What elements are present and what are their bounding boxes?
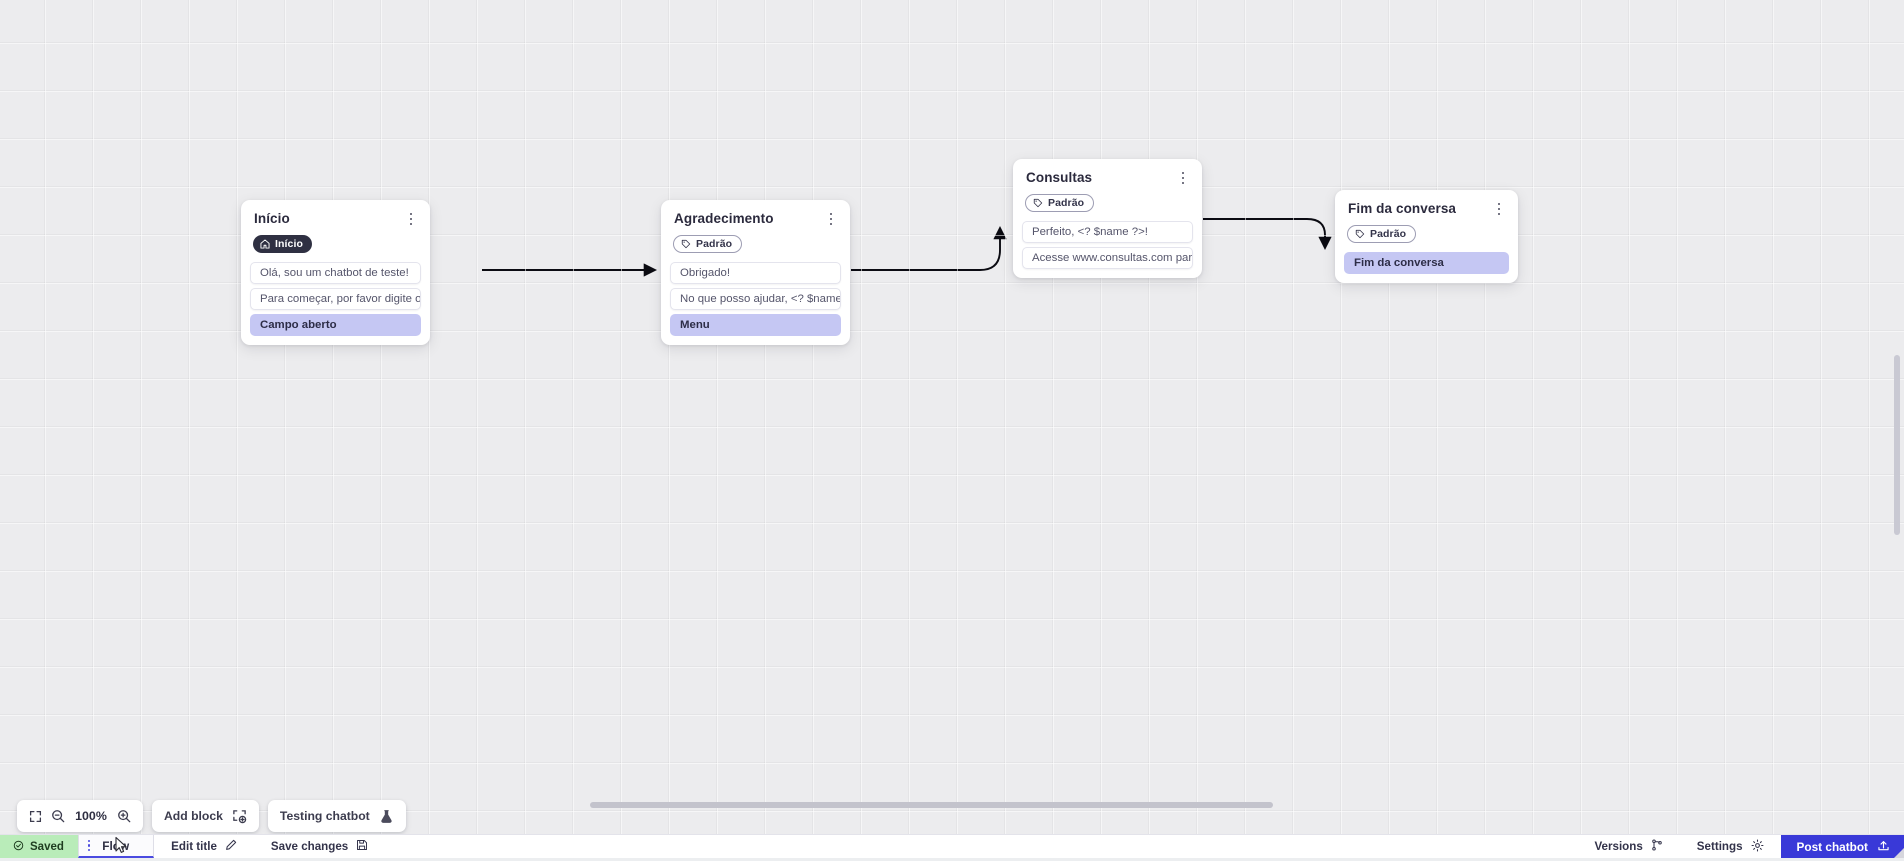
card-header: Início xyxy=(250,210,421,228)
zoom-out-icon[interactable] xyxy=(51,809,65,823)
flow-card-fim-da-conversa[interactable]: Fim da conversa Padrão Fim da conversa xyxy=(1335,190,1518,283)
fit-screen-icon[interactable] xyxy=(29,810,42,823)
vertical-scrollbar[interactable] xyxy=(1894,355,1900,535)
card-title: Início xyxy=(254,211,290,227)
flow-card-inicio[interactable]: Início Início Olá, sou um chatbot de tes… xyxy=(241,200,430,345)
add-block-button[interactable]: Add block xyxy=(152,800,259,832)
card-row-message[interactable]: Acesse www.consultas.com par... xyxy=(1022,247,1193,269)
badge-label: Padrão xyxy=(696,238,732,250)
badge-padrao[interactable]: Padrão xyxy=(1347,225,1416,243)
zoom-level-value: 100% xyxy=(74,809,108,823)
card-badge-row: Início xyxy=(250,228,421,254)
versions-button[interactable]: Versions xyxy=(1577,835,1679,858)
post-chatbot-button[interactable]: Post chatbot xyxy=(1781,835,1904,858)
bottom-status-bar: Saved Flow Edit title Save changes V xyxy=(0,834,1904,858)
saved-status-badge: Saved xyxy=(0,835,78,858)
flow-canvas[interactable]: Início Início Olá, sou um chatbot de tes… xyxy=(0,0,1904,834)
tab-flow-label: Flow xyxy=(102,839,129,853)
settings-label: Settings xyxy=(1697,840,1743,853)
save-disk-icon[interactable] xyxy=(356,839,368,854)
card-rows: Obrigado! No que posso ajudar, <? $name … xyxy=(670,262,841,336)
card-row-accent[interactable]: Menu xyxy=(670,314,841,336)
add-block-label: Add block xyxy=(164,809,223,823)
card-title: Consultas xyxy=(1026,170,1092,186)
connector-consultas-fim xyxy=(1203,219,1325,248)
card-badge-row: Padrão xyxy=(670,228,841,254)
branch-icon[interactable] xyxy=(1651,839,1663,854)
card-menu-button[interactable] xyxy=(404,210,418,228)
connector-agradecimento-consultas xyxy=(851,228,1000,270)
card-menu-button[interactable] xyxy=(1176,169,1190,187)
testing-chatbot-label: Testing chatbot xyxy=(280,809,370,823)
check-circle-icon xyxy=(13,840,24,854)
edit-title-button[interactable]: Edit title xyxy=(154,835,254,858)
gear-icon[interactable] xyxy=(1751,839,1764,855)
flow-card-agradecimento[interactable]: Agradecimento Padrão Obrigado! No que po… xyxy=(661,200,850,345)
card-header: Agradecimento xyxy=(670,210,841,228)
upload-icon[interactable] xyxy=(1877,839,1890,855)
card-row-accent[interactable]: Fim da conversa xyxy=(1344,252,1509,274)
card-menu-button[interactable] xyxy=(1492,200,1506,218)
badge-label: Início xyxy=(275,238,303,250)
card-menu-button[interactable] xyxy=(824,210,838,228)
testing-chatbot-button[interactable]: Testing chatbot xyxy=(268,800,406,832)
add-block-icon[interactable] xyxy=(232,809,247,824)
save-changes-label: Save changes xyxy=(271,840,348,853)
card-rows: Perfeito, <? $name ?>! Acesse www.consul… xyxy=(1022,221,1193,269)
card-row-message[interactable]: Olá, sou um chatbot de teste! xyxy=(250,262,421,284)
card-rows: Fim da conversa xyxy=(1344,252,1509,274)
horizontal-scrollbar[interactable] xyxy=(590,802,1273,808)
zoom-in-icon[interactable] xyxy=(117,809,131,823)
pencil-icon[interactable] xyxy=(225,839,237,854)
bottom-bar-spacer xyxy=(385,835,1577,858)
post-chatbot-label: Post chatbot xyxy=(1797,840,1868,854)
card-row-accent[interactable]: Campo aberto xyxy=(250,314,421,336)
saved-label: Saved xyxy=(30,841,64,853)
drag-handle-icon[interactable] xyxy=(88,840,90,851)
canvas-toolbar: 100% Add block Testing chatbot xyxy=(17,800,406,832)
card-badge-row: Padrão xyxy=(1344,218,1509,244)
card-header: Consultas xyxy=(1022,169,1193,187)
card-rows: Olá, sou um chatbot de teste! Para começ… xyxy=(250,262,421,336)
card-row-message[interactable]: Para começar, por favor digite o ... xyxy=(250,288,421,310)
badge-inicio[interactable]: Início xyxy=(253,235,312,253)
badge-padrao[interactable]: Padrão xyxy=(1025,194,1094,212)
connector-layer xyxy=(0,0,1904,834)
card-row-message[interactable]: Obrigado! xyxy=(670,262,841,284)
settings-button[interactable]: Settings xyxy=(1680,835,1781,858)
tag-icon xyxy=(1355,229,1365,239)
card-title: Agradecimento xyxy=(674,211,774,227)
edit-title-label: Edit title xyxy=(171,840,217,853)
badge-label: Padrão xyxy=(1048,197,1084,209)
versions-label: Versions xyxy=(1594,840,1642,853)
card-row-message[interactable]: No que posso ajudar, <? $name ... xyxy=(670,288,841,310)
card-row-message[interactable]: Perfeito, <? $name ?>! xyxy=(1022,221,1193,243)
card-header: Fim da conversa xyxy=(1344,200,1509,218)
card-badge-row: Padrão xyxy=(1022,187,1193,213)
flow-card-consultas[interactable]: Consultas Padrão Perfeito, <? $name ?>! … xyxy=(1013,159,1202,278)
save-changes-button[interactable]: Save changes xyxy=(254,835,385,858)
tab-flow[interactable]: Flow xyxy=(78,835,154,858)
zoom-controls: 100% xyxy=(17,800,143,832)
tag-icon xyxy=(1033,198,1043,208)
tag-icon xyxy=(681,239,691,249)
home-icon xyxy=(260,239,270,249)
badge-padrao[interactable]: Padrão xyxy=(673,235,742,253)
badge-label: Padrão xyxy=(1370,228,1406,240)
card-title: Fim da conversa xyxy=(1348,201,1456,217)
flask-icon[interactable] xyxy=(379,809,394,824)
bottom-bar-left: Saved Flow Edit title Save changes xyxy=(0,835,385,858)
